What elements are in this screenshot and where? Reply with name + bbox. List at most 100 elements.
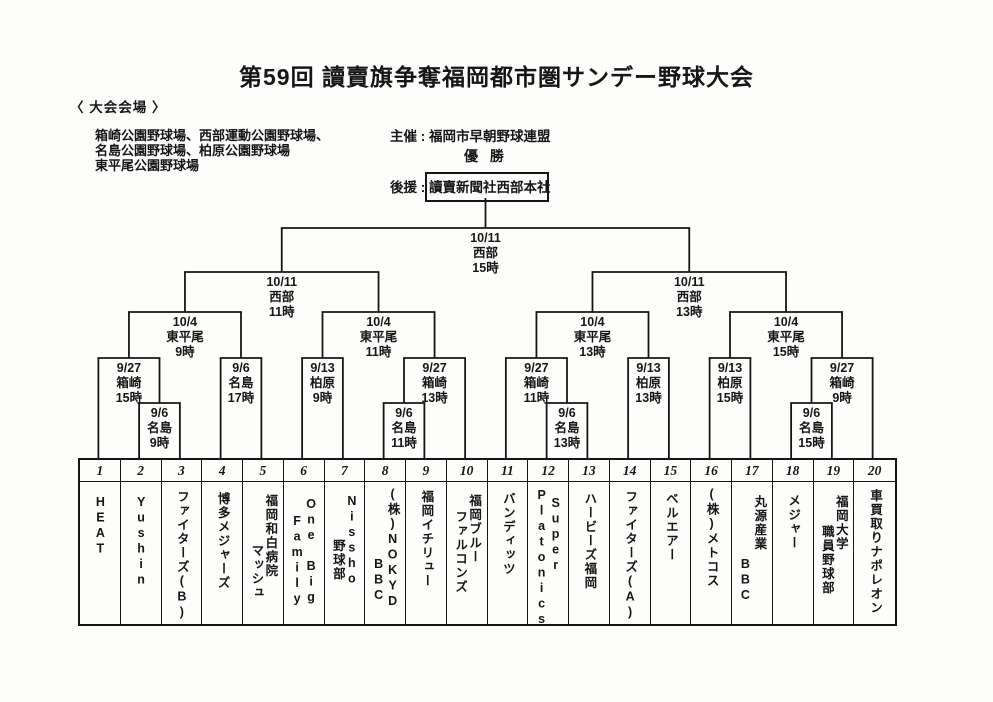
team-name-cell-10: 福岡ブルーファルコンズ — [447, 482, 488, 624]
match-time: 9時 — [175, 345, 195, 359]
team-number-11: 11 — [487, 460, 529, 482]
match-time: 11時 — [268, 305, 295, 319]
match-time: 13時 — [676, 305, 703, 319]
team-number-16: 16 — [691, 460, 732, 482]
tournament-title: 第59回 讀賣旗争奪福岡都市圏サンデー野球大会 — [239, 64, 754, 90]
match-date: 9/6 — [558, 406, 576, 420]
team-name-line: 野球部 — [330, 539, 345, 581]
team-number-5: 5 — [243, 460, 284, 482]
venues-heading: 〈 大会会場 〉 — [70, 100, 167, 115]
team-number-4: 4 — [202, 460, 243, 482]
match-time: 15時 — [716, 391, 744, 405]
match-venue: 名島 — [228, 376, 254, 390]
match-date: 9/6 — [802, 406, 821, 420]
match-venue: 箱崎 — [829, 376, 855, 390]
team-name-cell-18: メジャー — [773, 482, 814, 624]
team-name-line: マッシュ — [249, 544, 264, 600]
team-name-line: メジャー — [786, 494, 801, 550]
match-venue: 名島 — [391, 421, 417, 435]
team-number-17: 17 — [732, 460, 773, 482]
team-name-line: 福岡ブルー — [467, 494, 482, 564]
team-number-8: 8 — [365, 460, 406, 482]
team-name-line: 福岡イチリュー — [419, 490, 434, 588]
team-number-19: 19 — [813, 460, 855, 482]
team-name-cell-17: 丸源産業 BBC — [732, 482, 773, 624]
match-date: 9/27 — [829, 361, 855, 375]
team-number-18: 18 — [772, 460, 814, 482]
team-name-line: ファルコンズ — [453, 510, 468, 594]
team-name-cell-15: ベルエアー — [651, 482, 692, 624]
team-name-cell-16: (株)メトコス — [691, 482, 732, 624]
match-time: 15時 — [115, 391, 143, 405]
team-name-line: ベルエアー — [663, 492, 678, 562]
match-date: 9/27 — [524, 361, 549, 375]
match-time: 11時 — [523, 391, 550, 405]
team-number-2: 2 — [120, 460, 162, 482]
team-name-line: 博多メジャーズ — [215, 492, 230, 590]
credit-line-supporter: 後援 : 讀賣新聞社西部本社 — [390, 180, 551, 195]
venue-line: 東平尾公園野球場 — [95, 158, 200, 173]
match-venue: 柏原 — [635, 376, 661, 390]
team-name-line: 福岡和白病院 — [263, 494, 278, 578]
match-venue: 西部 — [472, 246, 498, 260]
match-venue: 柏原 — [309, 376, 335, 390]
match-time: 9時 — [312, 391, 333, 405]
match-time: 15時 — [772, 345, 800, 359]
team-name-cell-1: HEAT — [80, 482, 121, 624]
match-time: 13時 — [553, 436, 581, 450]
team-name-line: BBC — [738, 557, 753, 604]
match-time: 13時 — [421, 391, 448, 405]
match-date: 9/13 — [310, 361, 335, 375]
team-name-line: 丸源産業 — [752, 495, 767, 551]
team-name-line: ファイターズ(B) — [174, 490, 189, 621]
match-venue: 箱崎 — [422, 376, 448, 390]
credit-line-organizer: 主催 : 福岡市早朝野球連盟 — [390, 129, 551, 144]
match-time: 9時 — [149, 436, 170, 450]
team-name-cell-9: 福岡イチリュー — [406, 482, 447, 624]
team-number-7: 7 — [324, 460, 366, 482]
match-venue: 東平尾 — [359, 330, 398, 344]
match-venue: 箱崎 — [523, 376, 549, 390]
match-venue: 東平尾 — [767, 330, 805, 344]
match-time: 13時 — [635, 391, 662, 405]
match-date: 9/27 — [116, 361, 142, 375]
match-date: 10/4 — [172, 315, 198, 329]
match-date: 10/4 — [366, 315, 391, 329]
match-date: 9/6 — [395, 406, 413, 420]
team-name-line: (株)NOKYD — [385, 487, 400, 610]
team-name-line: 福岡大学 — [833, 495, 848, 551]
match-venue: 名島 — [554, 421, 580, 435]
match-time: 11時 — [391, 436, 417, 450]
match-date: 10/4 — [773, 315, 799, 329]
match-date: 9/13 — [636, 361, 661, 375]
team-number-12: 12 — [528, 460, 569, 482]
match-date: 10/11 — [673, 275, 705, 289]
team-name-line: ハービーズ福岡 — [582, 492, 597, 590]
match-venue: 西部 — [269, 290, 295, 304]
team-name-line: One Big — [304, 497, 319, 606]
team-number-15: 15 — [650, 460, 692, 482]
venues-list: 箱崎公園野球場、西部運動公園野球場、 名島公園野球場、柏原公園野球場 東平尾公園… — [95, 128, 329, 173]
team-name-line: Family — [290, 514, 305, 607]
team-number-20: 20 — [854, 460, 895, 482]
match-venue: 名島 — [798, 421, 824, 435]
team-number-13: 13 — [569, 460, 610, 482]
team-name-line: バンディッツ — [500, 492, 515, 576]
